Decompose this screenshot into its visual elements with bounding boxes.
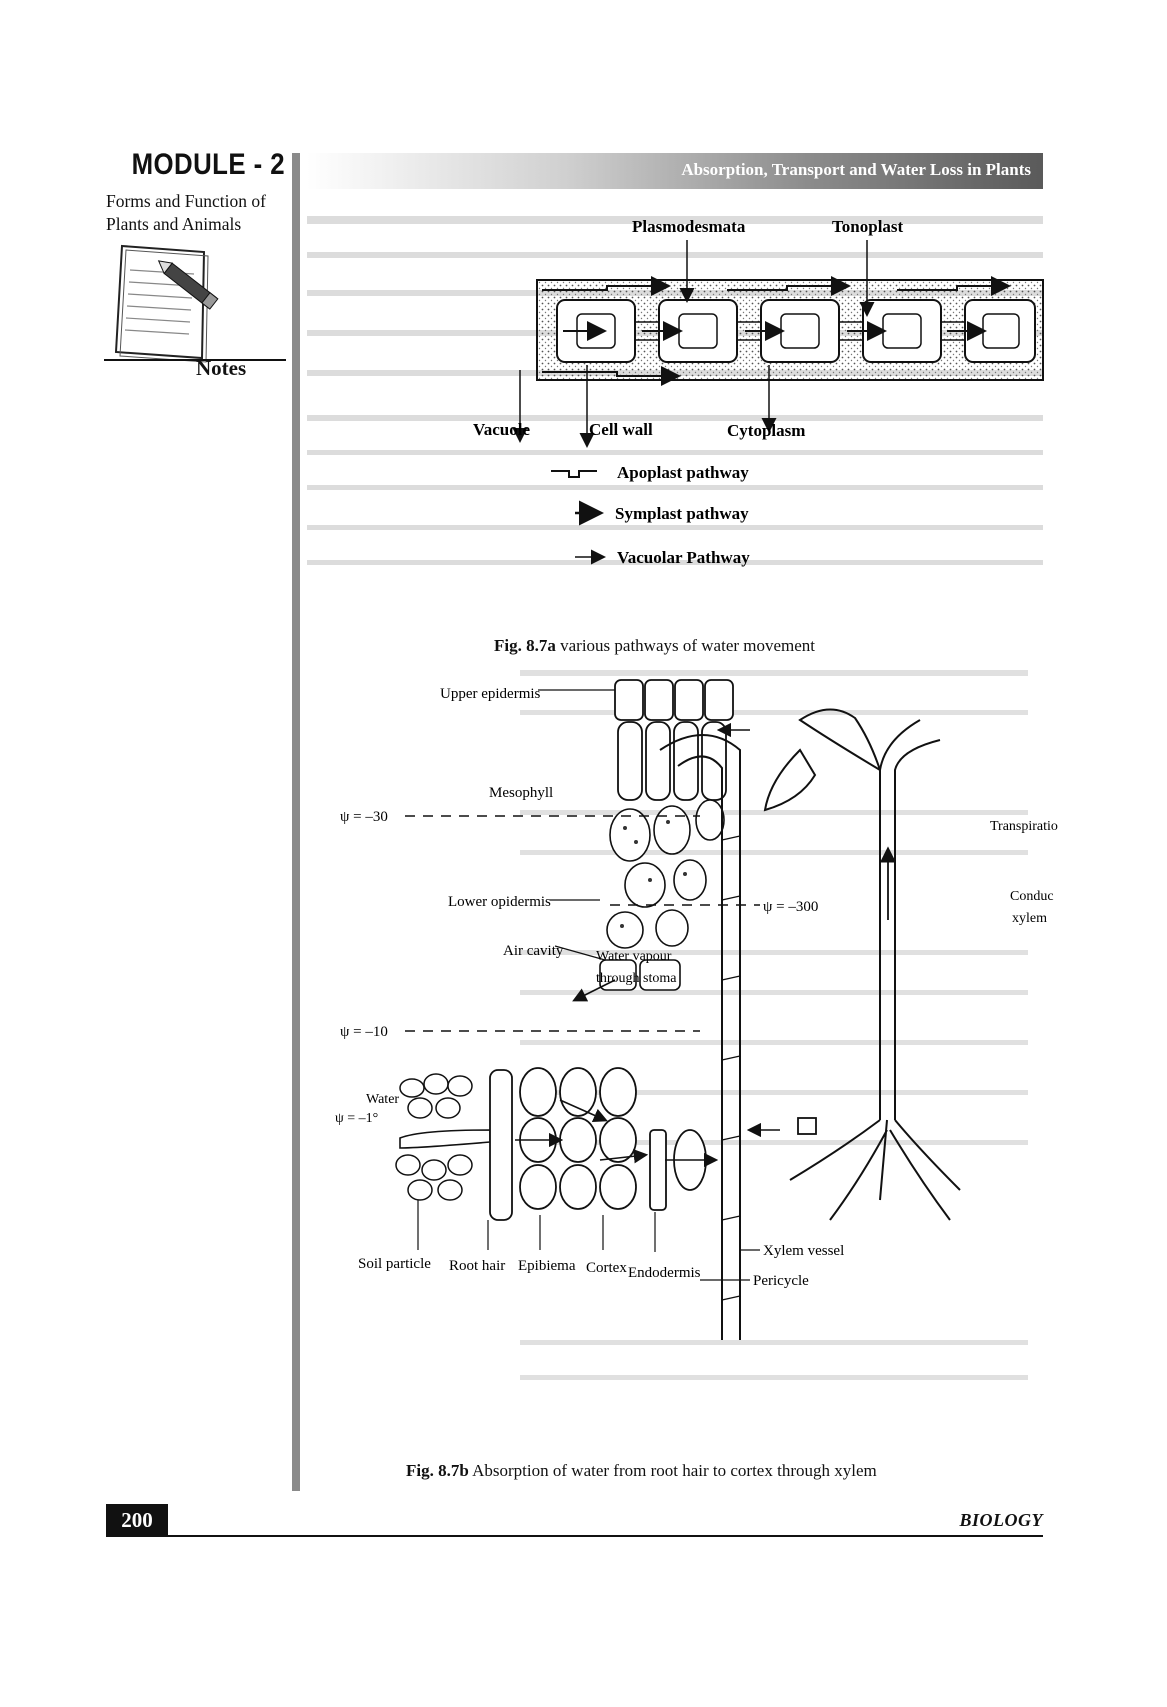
label-endodermis: Endodermis (628, 1265, 701, 1281)
label-psi-30: ψ = –30 (340, 809, 388, 825)
figure-a-caption: Fig. 8.7a various pathways of water move… (494, 636, 815, 656)
label-water: Water (366, 1092, 399, 1107)
legend-vacuolar-pathway: Vacuolar Pathway (617, 548, 750, 567)
label-cell-wall: Cell wall (589, 420, 653, 439)
figure-b-caption: Fig. 8.7b Absorption of water from root … (406, 1461, 877, 1481)
label-conduc: Conduc (1010, 889, 1054, 904)
legend-apoplast-symbol (551, 470, 597, 478)
label-xylem-vessel: Xylem vessel (763, 1243, 844, 1259)
module-title: MODULE - 2 (131, 148, 285, 181)
header-bar: Absorption, Transport and Water Loss in … (307, 153, 1043, 189)
margin-divider (292, 153, 300, 1491)
figure-b-text: Absorption of water from root hair to co… (472, 1461, 877, 1480)
label-epibiema: Epibiema (518, 1258, 576, 1274)
footer-subject: BIOLOGY (959, 1510, 1043, 1530)
label-tonoplast: Tonoplast (832, 217, 904, 236)
page-number: 200 (106, 1504, 168, 1537)
label-upper-epidermis: Upper epidermis (440, 686, 541, 702)
label-cytoplasm: Cytoplasm (727, 421, 805, 440)
module-subtitle: Forms and Function of Plants and Animals (106, 191, 266, 234)
label-water-vapour: Water vapour (596, 949, 672, 964)
label-air-cavity: Air cavity (503, 943, 564, 959)
figure-a-number: Fig. 8.7a (494, 636, 556, 655)
label-through-stoma: through stoma (596, 971, 677, 986)
label-root-hair: Root hair (449, 1258, 505, 1274)
label-vacuole: Vacuole (473, 420, 530, 439)
figure-pathways-diagram: Plasmodesmata Tonoplast Vacuole Cell wal… (307, 216, 1044, 567)
header-title: Absorption, Transport and Water Loss in … (681, 160, 1031, 179)
figure-absorption-diagram: Upper epidermis Mesophyll ψ = –30 Lower … (335, 670, 1058, 1380)
label-psi-1: ψ = –1° (335, 1111, 378, 1126)
figure-a-text: various pathways of water movement (560, 636, 816, 655)
notes-label: Notes (196, 356, 247, 380)
label-lower-epidermis: Lower opidermis (448, 894, 551, 910)
figure-b-number: Fig. 8.7b (406, 1461, 469, 1480)
label-mesophyll: Mesophyll (489, 785, 553, 801)
label-cortex: Cortex (586, 1260, 627, 1276)
legend-apoplast-pathway: Apoplast pathway (617, 463, 749, 482)
label-pericycle: Pericycle (753, 1273, 809, 1289)
legend-symplast-pathway: Symplast pathway (615, 504, 749, 523)
notes-pencil-icon (104, 244, 286, 363)
footer-rule (168, 1535, 1043, 1537)
label-plasmodesmata: Plasmodesmata (632, 217, 746, 236)
label-psi-10: ψ = –10 (340, 1024, 388, 1040)
label-xylem-fragment: xylem (1012, 911, 1047, 926)
label-transpiration: Transpiratio (990, 819, 1058, 834)
label-psi-300: ψ = –300 (763, 899, 818, 915)
label-soil-particle: Soil particle (358, 1256, 431, 1272)
